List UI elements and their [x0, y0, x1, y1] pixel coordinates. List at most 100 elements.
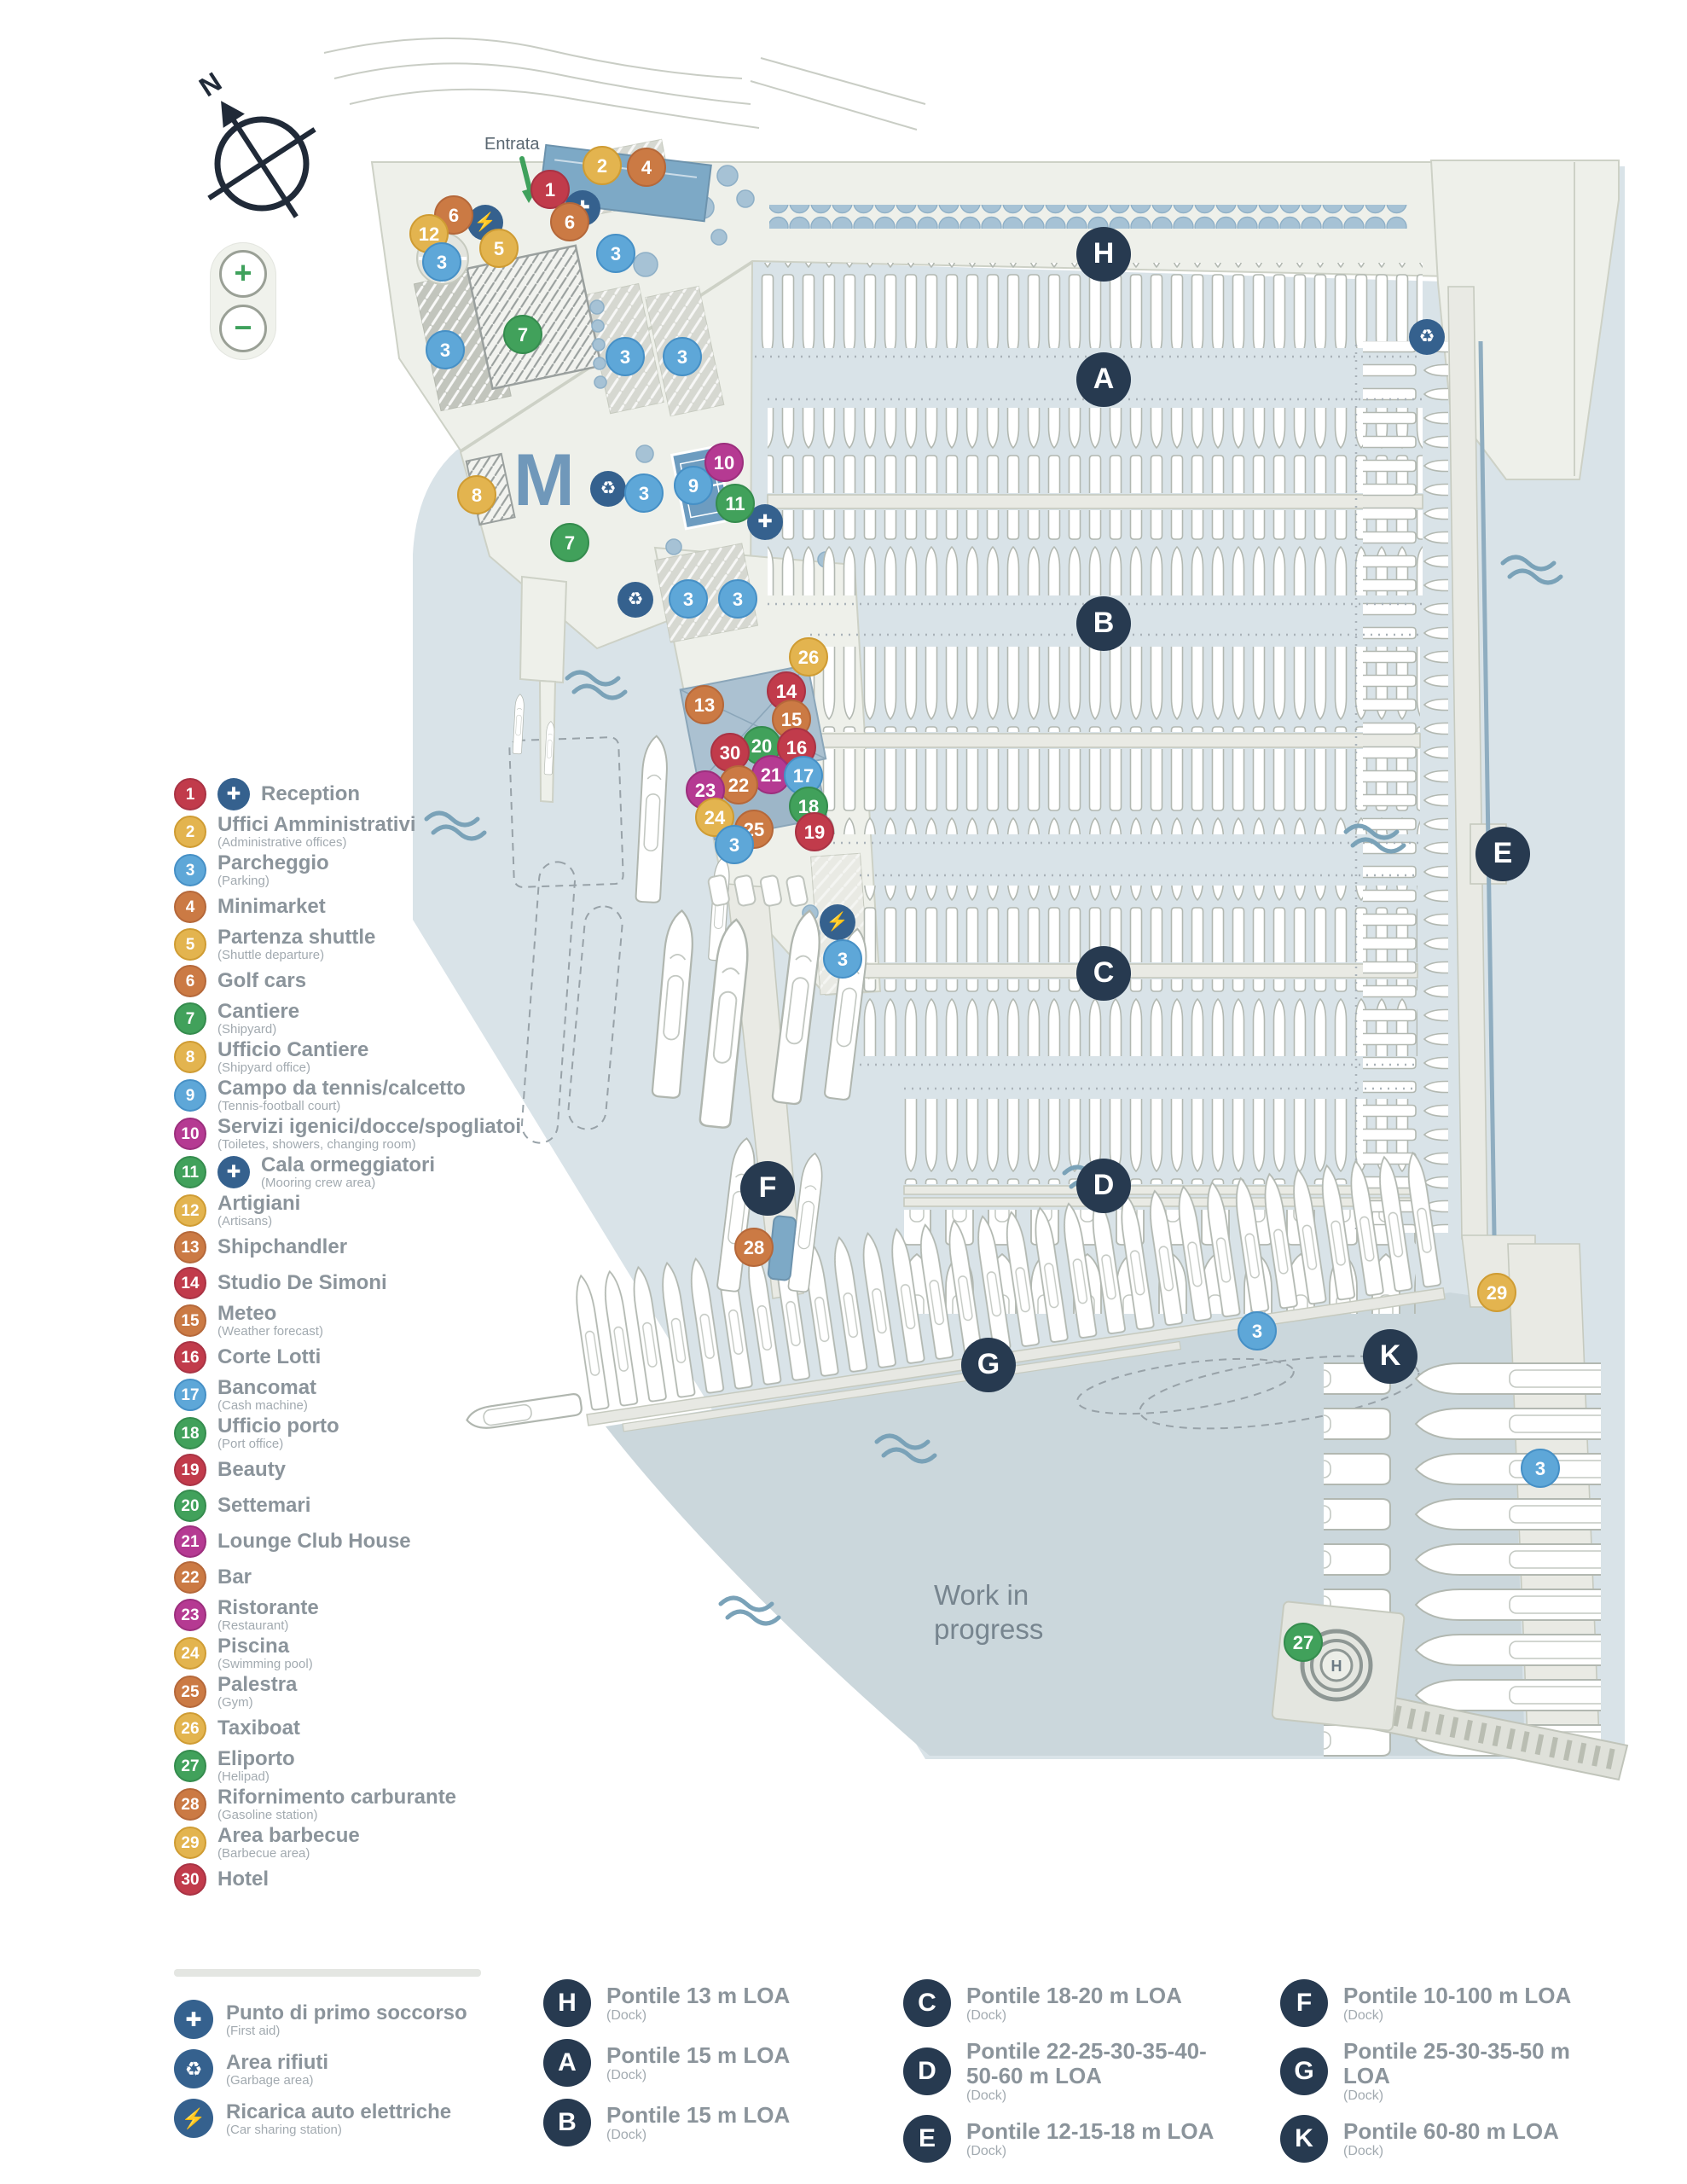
map-marker-3[interactable]: 3	[1238, 1311, 1277, 1350]
legend-sublabel: (Gasoline station)	[217, 1808, 318, 1822]
map-marker-3[interactable]: 3	[823, 939, 862, 979]
dock-badge-G[interactable]: G	[961, 1338, 1016, 1392]
zoom-in-button[interactable]: +	[219, 250, 267, 298]
service-legend-item: ✚Punto di primo soccorso(First aid)	[174, 2000, 467, 2039]
legend-label: Servizi igenici/docce/spogliatoi	[217, 1115, 522, 1138]
work-in-progress-label: Work in progress	[934, 1579, 1044, 1645]
map-marker-29[interactable]: 29	[1477, 1273, 1516, 1312]
legend-number-badge: 14	[174, 1267, 206, 1299]
dock-label: Pontile 13 m LOA	[606, 1983, 791, 2008]
map-marker-24[interactable]: 24	[695, 798, 734, 837]
map-marker-22[interactable]: 22	[719, 765, 758, 804]
map-marker-5[interactable]: 5	[479, 229, 519, 268]
legend-number-badge: 26	[174, 1712, 206, 1745]
legend-label: Ufficio Cantiere	[217, 1038, 369, 1061]
zoom-out-button[interactable]: −	[219, 305, 267, 352]
legend-label: Palestra	[217, 1673, 298, 1696]
map-marker-3[interactable]: 3	[669, 579, 708, 619]
dock-badge-B[interactable]: B	[1076, 596, 1131, 651]
dock-letter-badge: K	[1280, 2115, 1328, 2163]
dock-badge-K[interactable]: K	[1363, 1329, 1417, 1384]
map-marker-3[interactable]: 3	[663, 337, 702, 376]
map-marker-7[interactable]: 7	[503, 315, 542, 354]
map-marker-11[interactable]: 11	[716, 484, 755, 523]
legend-number-badge: 6	[174, 965, 206, 997]
map-marker-7[interactable]: 7	[550, 523, 589, 562]
dock-letter-badge: B	[543, 2099, 591, 2146]
dock-badge-H[interactable]: H	[1076, 227, 1131, 282]
dock-badge-C[interactable]: C	[1076, 946, 1131, 1001]
marina-logo: M	[513, 439, 575, 521]
legend-sublabel: (Gym)	[217, 1695, 253, 1710]
legend-number-badge: 10	[174, 1117, 206, 1150]
dock-sublabel: (Dock)	[966, 2088, 1007, 2103]
dock-sublabel: (Dock)	[606, 2008, 647, 2023]
map-marker-3[interactable]: 3	[596, 234, 635, 273]
legend-label: Ufficio porto	[217, 1414, 339, 1438]
map-marker-10[interactable]: 10	[704, 443, 744, 482]
dock-sublabel: (Dock)	[606, 2068, 647, 2082]
map-marker-2[interactable]: 2	[583, 146, 622, 185]
map-marker-3[interactable]: 3	[1521, 1449, 1560, 1488]
dock-sublabel: (Dock)	[966, 2144, 1007, 2158]
dock-sublabel: (Dock)	[1343, 2144, 1384, 2158]
legend-label: Taxiboat	[217, 1716, 300, 1740]
legend-number-badge: 21	[174, 1525, 206, 1558]
compass-icon: N	[194, 67, 316, 218]
dock-badge-E[interactable]: E	[1475, 827, 1530, 881]
map-marker-3[interactable]: 3	[606, 337, 645, 376]
map-marker-8[interactable]: 8	[457, 475, 496, 514]
legend-number-badge: 7	[174, 1002, 206, 1035]
legend-number-badge: 9	[174, 1078, 206, 1112]
legend-label: Beauty	[217, 1458, 287, 1481]
recycle-icon[interactable]: ♻	[1409, 319, 1445, 355]
dock-badge-F[interactable]: F	[740, 1161, 795, 1216]
map-marker-3[interactable]: 3	[718, 579, 757, 619]
dock-label: Pontile 10-100 m LOA	[1343, 1983, 1572, 2008]
dock-badge-A[interactable]: A	[1076, 352, 1131, 407]
legend-sublabel: (Artisans)	[217, 1214, 273, 1228]
service-label: Punto di primo soccorso	[226, 2001, 467, 2024]
legend-number-badge: 24	[174, 1636, 206, 1670]
dock-label: Pontile 15 m LOA	[606, 2102, 791, 2128]
recycle-icon[interactable]: ♻	[617, 582, 653, 618]
dock-g	[466, 1146, 1446, 1432]
map-marker-3[interactable]: 3	[715, 825, 754, 864]
dock-badge-D[interactable]: D	[1076, 1159, 1131, 1213]
legend-sublabel: (Mooring crew area)	[261, 1176, 376, 1190]
map-marker-6[interactable]: 6	[550, 202, 589, 241]
legend-label: Hotel	[217, 1867, 269, 1891]
map-marker-4[interactable]: 4	[627, 148, 666, 187]
recycle-icon[interactable]: ♻	[590, 471, 626, 507]
legend-label: Meteo	[217, 1302, 277, 1325]
legend-number-badge: 15	[174, 1304, 206, 1337]
ev-charge-icon[interactable]: ⚡	[820, 904, 855, 940]
legend-label: Bancomat	[217, 1376, 317, 1399]
map-marker-28[interactable]: 28	[734, 1228, 774, 1267]
first-aid-icon[interactable]: ✚	[747, 504, 783, 540]
legend-sublabel: (Shuttle departure)	[217, 948, 325, 962]
dock-letter-badge: C	[903, 1979, 951, 2027]
map-marker-26[interactable]: 26	[789, 637, 828, 677]
map-marker-27[interactable]: 27	[1284, 1623, 1323, 1662]
map-marker-19[interactable]: 19	[795, 812, 834, 851]
dock-letter-badge: A	[543, 2039, 591, 2087]
ev-charge-icon: ⚡	[174, 2099, 213, 2138]
map-marker-13[interactable]: 13	[685, 685, 724, 724]
legend-number-badge: 28	[174, 1787, 206, 1821]
map-marker-3[interactable]: 3	[422, 242, 461, 282]
map-marker-3[interactable]: 3	[624, 473, 664, 513]
legend-number-badge: 2	[174, 815, 206, 848]
legend-number-badge: 30	[174, 1863, 206, 1896]
map-marker-3[interactable]: 3	[426, 330, 465, 369]
legend-sublabel: (Parking)	[217, 874, 270, 888]
